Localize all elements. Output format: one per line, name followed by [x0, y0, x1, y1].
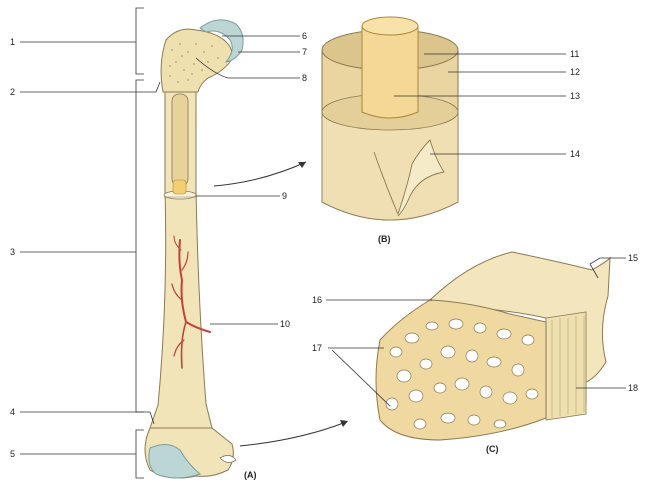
label-11: 11 — [570, 49, 579, 59]
leader-lines — [20, 35, 626, 455]
caption-a: (A) — [244, 470, 257, 480]
osteon-cylinder-illustration — [213, 16, 459, 221]
yellow-marrow — [172, 179, 187, 195]
spongy-bone-texture — [169, 43, 219, 83]
label-12: 12 — [570, 67, 580, 77]
label-17: 17 — [312, 343, 322, 353]
long-bone-illustration — [144, 19, 244, 479]
label-9: 9 — [282, 191, 287, 201]
medullary-cavity — [171, 93, 189, 187]
proximal-epiphysis — [160, 28, 233, 93]
label-2: 2 — [10, 87, 15, 97]
label-6: 6 — [302, 31, 307, 41]
label-1: 1 — [10, 37, 15, 47]
central-canal-tube — [361, 25, 419, 119]
label-7: 7 — [302, 47, 307, 57]
panel-captions: (A) (B) (C) — [244, 234, 499, 480]
label-8: 8 — [302, 73, 307, 83]
articular-cartilage-distal — [148, 444, 202, 479]
arrow-a-to-c — [239, 421, 347, 447]
arrow-a-to-b — [213, 161, 307, 187]
label-5: 5 — [10, 449, 15, 459]
lamella-cutaway — [373, 139, 445, 217]
spongy-bone-block-illustration — [239, 251, 611, 447]
label-13: 13 — [570, 91, 580, 101]
label-14: 14 — [570, 149, 580, 159]
nutrient-blood-vessel — [171, 235, 211, 369]
region-brackets — [135, 7, 144, 479]
label-16: 16 — [312, 295, 322, 305]
label-10: 10 — [280, 319, 290, 329]
label-18: 18 — [628, 383, 638, 393]
label-15: 15 — [628, 253, 638, 263]
number-labels: 1 2 3 4 5 6 7 8 9 10 11 12 13 14 15 16 1… — [10, 31, 638, 459]
trabecular-holes — [385, 318, 539, 430]
label-3: 3 — [10, 247, 15, 257]
label-4: 4 — [10, 407, 15, 417]
caption-c: (C) — [486, 444, 499, 454]
caption-b: (B) — [378, 234, 391, 244]
